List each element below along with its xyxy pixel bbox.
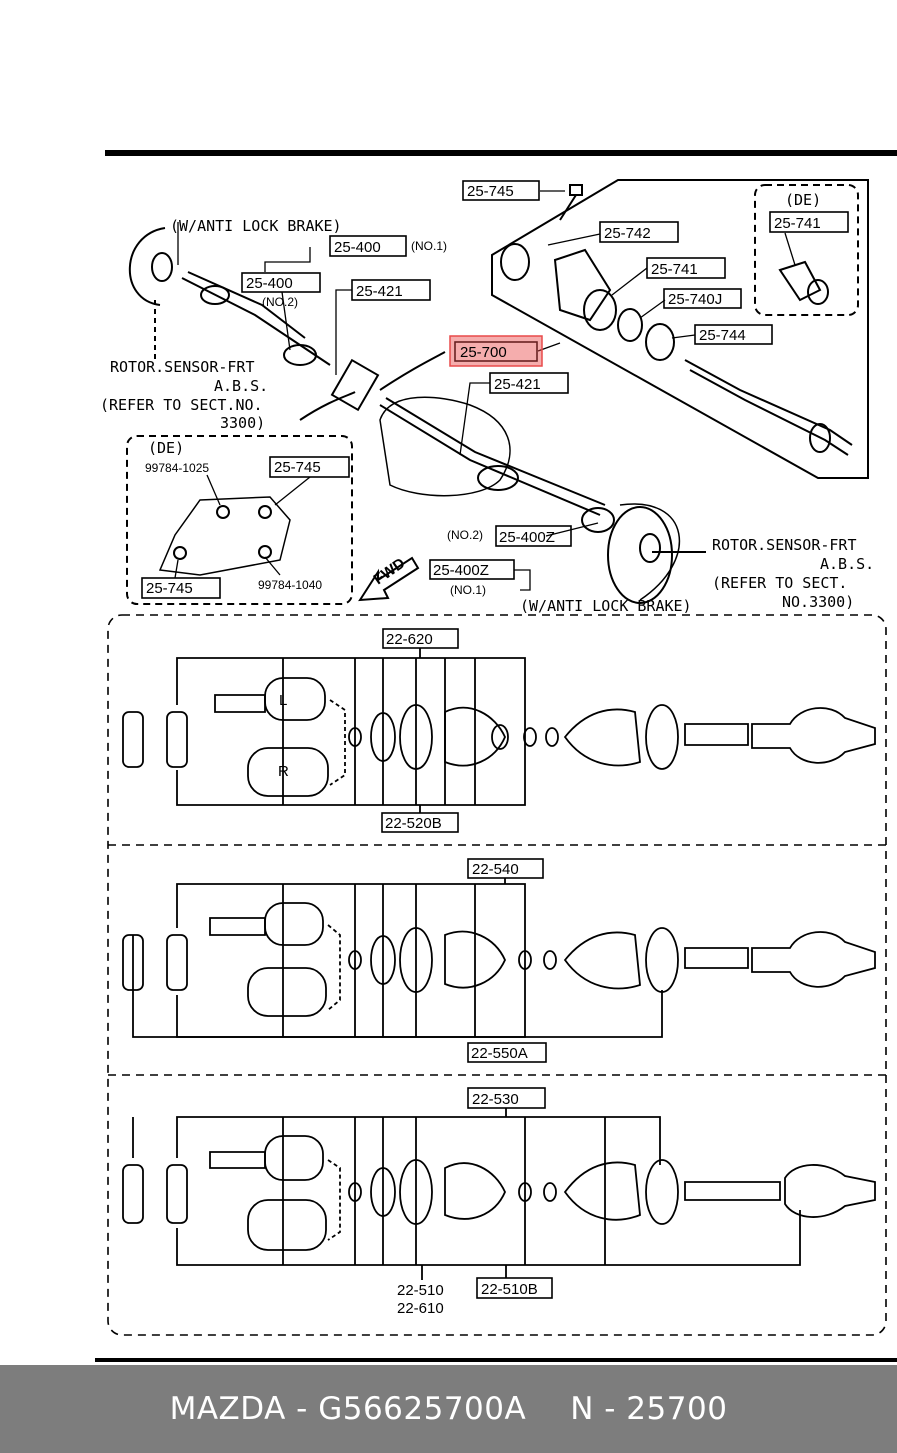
- leader-lines: [174, 190, 796, 591]
- label-rotor-left-2: A.B.S.: [214, 377, 268, 395]
- label-25-742: 25-742: [604, 225, 651, 242]
- de-box-top: [754, 184, 859, 316]
- label-25-400-no1: 25-400: [334, 239, 381, 256]
- s3-bottom-label-b: 22-510B: [481, 1281, 538, 1298]
- de-box-left: [126, 435, 353, 605]
- label-25-421-b: 25-421: [494, 376, 541, 393]
- s3-bottom-box-b: [476, 1277, 553, 1299]
- s3-top-box: [467, 1087, 546, 1109]
- top-rule: [105, 150, 897, 156]
- diagram-reference: N - 25700: [570, 1391, 728, 1427]
- label-25-740j: 25-740J: [668, 291, 722, 308]
- seal-742: [500, 243, 530, 281]
- label-rotor-right-4: NO.3300): [782, 593, 854, 611]
- label-anti-lock-top: (W/ANTI LOCK BRAKE): [170, 217, 342, 235]
- shaft-detail: [684, 359, 853, 446]
- label-99784-1040: 99784-1040: [258, 578, 322, 592]
- part-caption-bar: MAZDA - G56625700A N - 25700: [0, 1365, 897, 1453]
- label-25-744: 25-744: [699, 327, 746, 344]
- fwd-arrow: [358, 556, 420, 602]
- brand-part-number: MAZDA - G56625700A: [169, 1391, 527, 1427]
- s2-bottom-box: [467, 1042, 547, 1063]
- s1-bottom-label: 22-520B: [385, 815, 442, 832]
- hub-right: [607, 506, 673, 604]
- knuckle-741: [553, 248, 612, 322]
- s1-joint-r: R: [278, 763, 289, 780]
- label-25-745-de-b: 25-745: [146, 580, 193, 597]
- section-1: [122, 645, 876, 815]
- s3-bottom-label-a1: 22-510: [397, 1282, 444, 1299]
- label-no1-a: (NO.1): [411, 239, 447, 253]
- label-25-421-a: 25-421: [356, 283, 403, 300]
- de-bracket: [158, 496, 291, 576]
- seal-744: [645, 323, 675, 361]
- s2-top-label: 22-540: [472, 861, 519, 878]
- label-25-400z-b: 25-400Z: [433, 562, 489, 579]
- label-no2-b: (NO.2): [447, 528, 483, 542]
- label-de-left: (DE): [148, 439, 184, 457]
- bolt-745: [559, 184, 583, 221]
- bottom-rule: [95, 1358, 897, 1362]
- s1-joint-l: L: [279, 692, 287, 709]
- label-rotor-right-1: ROTOR.SENSOR-FRT: [712, 536, 857, 554]
- detail-panel-outline: [491, 179, 869, 479]
- transaxle: [379, 396, 511, 497]
- label-25-400z-a: 25-400Z: [499, 529, 555, 546]
- shaft-right: [379, 404, 601, 516]
- s3-bottom-label-a2: 22-610: [397, 1300, 444, 1317]
- s2-top-box: [467, 858, 544, 879]
- upper-assembly: [126, 179, 869, 605]
- part-label-boxes: [141, 180, 849, 599]
- rotor-left: [128, 227, 166, 306]
- label-25-700: 25-700: [460, 344, 507, 361]
- s2-bottom-label: 22-550A: [471, 1045, 528, 1062]
- s1-bottom-box: [381, 812, 459, 833]
- section-2: [122, 875, 876, 1038]
- label-no1-b: (NO.1): [450, 583, 486, 597]
- label-25-745-de-a: 25-745: [274, 459, 321, 476]
- label-25-741-de: 25-741: [774, 215, 821, 232]
- label-rotor-right-3: (REFER TO SECT.: [712, 574, 847, 592]
- bearing-740j: [617, 308, 643, 342]
- label-rotor-left-3: (REFER TO SECT.NO.: [100, 396, 263, 414]
- label-rotor-left-1: ROTOR.SENSOR-FRT: [110, 358, 255, 376]
- label-de-top: (DE): [785, 191, 821, 209]
- s3-top-label: 22-530: [472, 1091, 519, 1108]
- section-3: [122, 1108, 876, 1280]
- s1-top-box: [382, 628, 459, 649]
- label-99784-1025: 99784-1025: [145, 461, 209, 475]
- label-rotor-right-2: A.B.S.: [820, 555, 874, 573]
- label-no2-a: (NO.2): [262, 295, 298, 309]
- highlight-25-700: [449, 335, 543, 367]
- label-rotor-left-4: 3300): [220, 414, 265, 432]
- label-25-745-top: 25-745: [467, 183, 514, 200]
- label-25-741-a: 25-741: [651, 261, 698, 278]
- label-anti-lock-bottom: (W/ANTI LOCK BRAKE): [520, 597, 692, 615]
- s1-top-label: 22-620: [386, 631, 433, 648]
- parts-diagram: 25-745 (W/ANTI LOCK BRAKE) 25-400 (NO.1)…: [95, 150, 897, 1362]
- label-25-400-no2: 25-400: [246, 275, 293, 292]
